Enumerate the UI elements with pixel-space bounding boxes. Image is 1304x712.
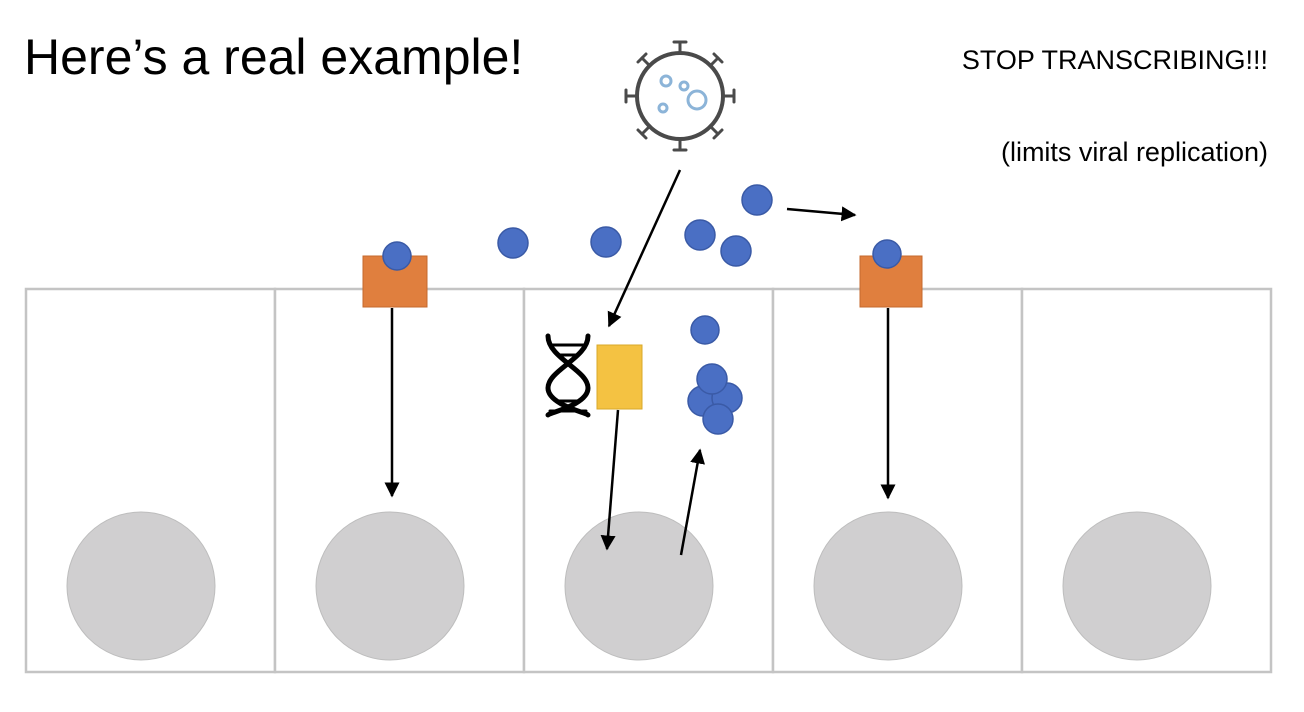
interferon-molecule	[590, 226, 622, 258]
slide-title: Here’s a real example!	[24, 29, 524, 85]
nucleus-4	[813, 511, 963, 661]
cell-row	[24, 287, 1273, 674]
interferon-cluster	[696, 363, 728, 395]
interferon-molecule	[684, 219, 716, 251]
interferon-bound-left	[382, 241, 412, 271]
transcription-to-nucleus-arrow	[600, 409, 620, 551]
dna-helix-icon	[545, 333, 591, 418]
transcription-factor	[596, 344, 643, 410]
stop-transcribing-note: STOP TRANSCRIBING!!!	[961, 45, 1268, 75]
interferon-cluster	[702, 403, 734, 435]
nucleus-1	[66, 511, 216, 661]
nucleus-3	[564, 511, 714, 661]
virus-icon	[624, 40, 736, 152]
interferon-molecule	[690, 315, 720, 345]
nucleus-5	[1062, 511, 1212, 661]
nucleus-2	[315, 511, 465, 661]
interferon-bound-right	[872, 239, 902, 269]
interferon-molecule	[497, 227, 529, 259]
virus-to-transcription-arrow	[607, 169, 682, 328]
nucleus-to-interferon-arrow	[679, 448, 705, 556]
release-arrow	[786, 206, 857, 222]
limits-replication-note: (limits viral replication)	[1000, 137, 1268, 167]
interferon-molecule	[741, 184, 773, 216]
interferon-molecule	[720, 235, 752, 267]
